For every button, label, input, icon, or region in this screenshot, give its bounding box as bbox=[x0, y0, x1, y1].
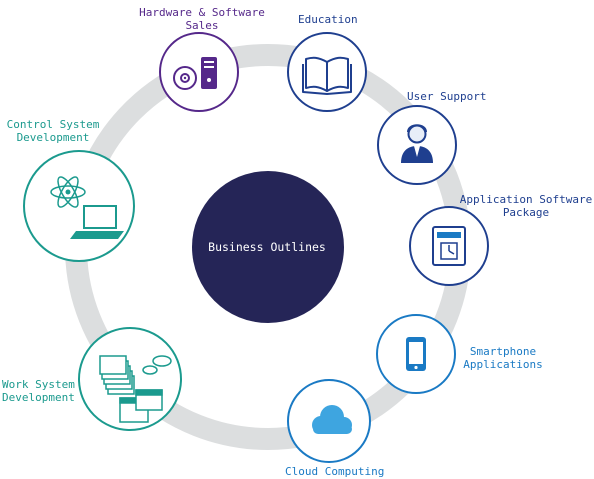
node-cloud-computing bbox=[287, 379, 371, 463]
atom-and-laptop-icon bbox=[50, 176, 124, 239]
node-application-software-package bbox=[409, 206, 489, 286]
time-clock-icon bbox=[432, 226, 466, 266]
disc-and-tower-icon bbox=[173, 57, 217, 90]
node-user-support bbox=[377, 105, 457, 185]
node-control-system-development bbox=[23, 150, 135, 262]
center-circle bbox=[192, 171, 344, 323]
cloud-icon bbox=[312, 405, 352, 434]
open-book-icon bbox=[302, 56, 352, 95]
label-control-system-development: Control System Development bbox=[6, 118, 100, 144]
node-hardware-software-sales bbox=[159, 32, 239, 112]
node-education bbox=[287, 32, 367, 112]
smartphone-icon bbox=[406, 337, 426, 371]
documents-and-windows-icon bbox=[99, 355, 172, 423]
node-work-system-development bbox=[78, 327, 182, 431]
support-agent-icon bbox=[401, 124, 433, 163]
label-cloud-computing: Cloud Computing bbox=[285, 465, 385, 478]
label-application-software-package: Application Software Package bbox=[459, 193, 593, 219]
center-title: Business Outlines bbox=[208, 240, 326, 254]
node-smartphone-applications bbox=[376, 314, 456, 394]
label-hardware-software-sales: Hardware & Software Sales bbox=[139, 6, 265, 32]
label-smartphone-applications: Smartphone Applications bbox=[463, 345, 543, 371]
label-user-support: User Support bbox=[407, 90, 487, 103]
label-education: Education bbox=[298, 13, 358, 26]
label-work-system-development: Work System Development bbox=[2, 378, 75, 404]
